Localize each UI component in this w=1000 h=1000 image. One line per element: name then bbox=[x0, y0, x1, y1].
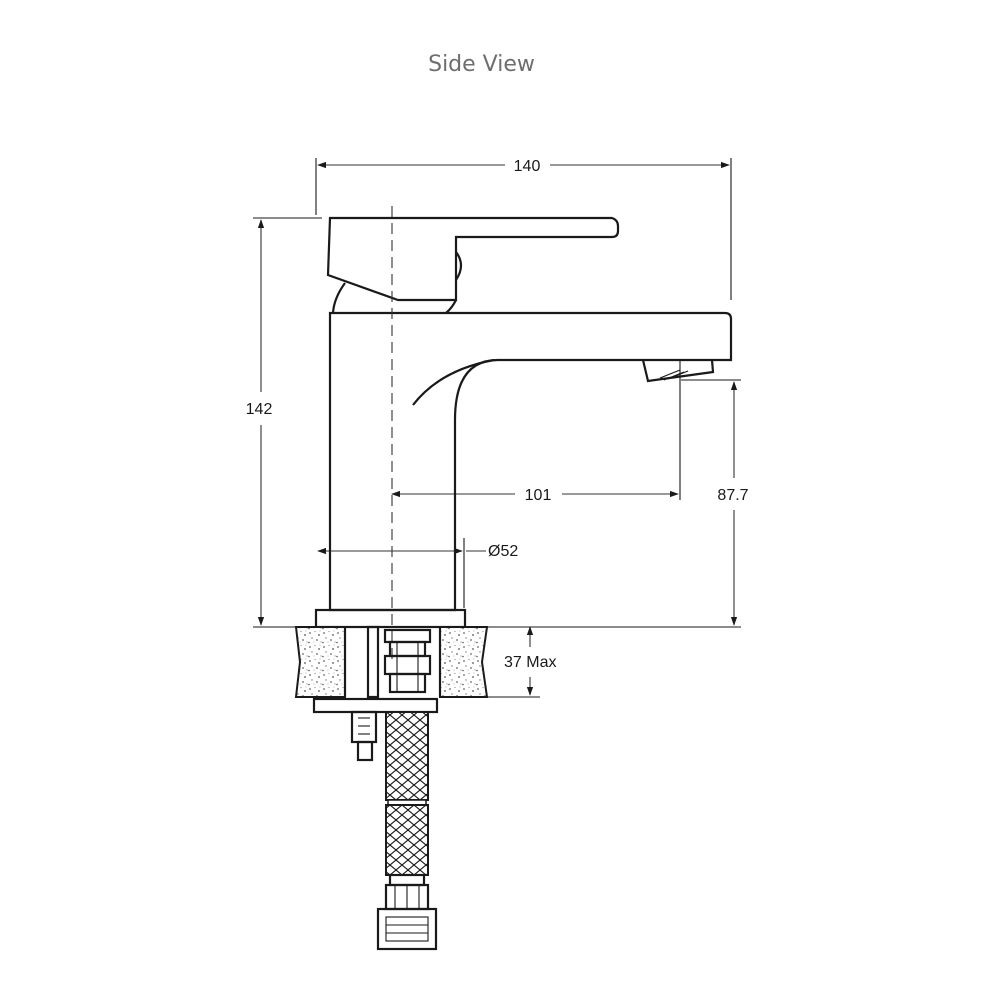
faucet-body bbox=[314, 311, 733, 629]
hose-end-fitting bbox=[376, 873, 438, 951]
braided-hose bbox=[385, 711, 429, 876]
spout-reach-label: 101 bbox=[525, 487, 552, 504]
body-diameter-label: Ø52 bbox=[488, 543, 518, 560]
mounting-plate bbox=[312, 697, 439, 714]
dimension-body-diameter: Ø52 bbox=[317, 538, 518, 608]
overall-height-label: 142 bbox=[246, 401, 273, 418]
dimension-spout-reach: 101 bbox=[391, 360, 681, 504]
overall-width-label: 140 bbox=[514, 158, 541, 175]
dimension-spout-height: 87.7 bbox=[681, 379, 749, 626]
threaded-rod bbox=[350, 710, 378, 762]
aerator bbox=[641, 359, 715, 383]
dimension-overall-width: 140 bbox=[315, 158, 732, 300]
drawing-title: Side View bbox=[428, 52, 535, 77]
lever-handle bbox=[326, 216, 620, 314]
deck-thickness-label: 37 Max bbox=[504, 654, 556, 671]
countertop-section bbox=[294, 626, 489, 698]
mounting-fittings bbox=[366, 625, 432, 699]
dimension-overall-height: 142 bbox=[246, 217, 322, 626]
spout-height-label: 87.7 bbox=[717, 487, 748, 504]
dimension-deck-thickness: 37 Max bbox=[487, 626, 556, 698]
